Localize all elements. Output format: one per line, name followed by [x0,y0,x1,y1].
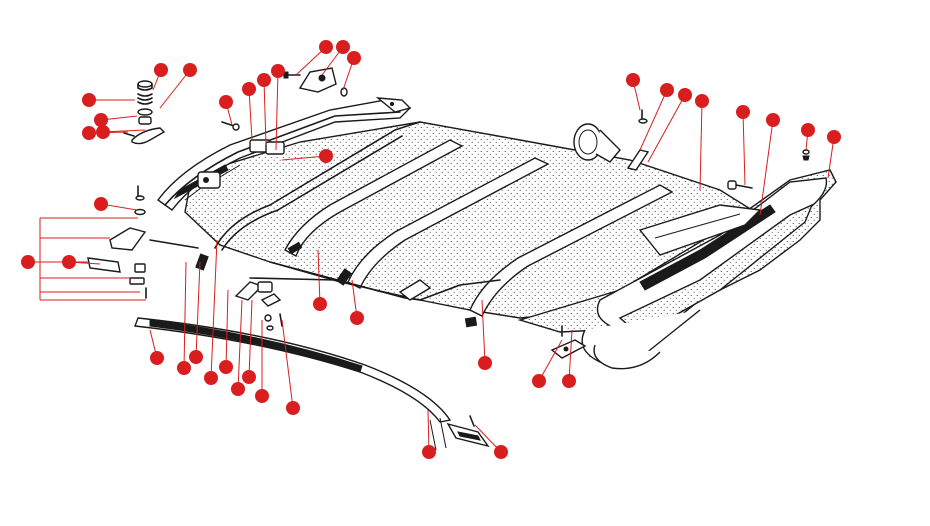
bow-3 [347,157,550,289]
callout-side-screw-washer[interactable] [94,197,108,211]
leader-bow-4 [481,299,486,364]
leader-center-screw [281,155,327,161]
leader-bow-2 [317,249,321,305]
hinge-assembly [298,67,348,97]
callout-rear-bracket-b[interactable] [562,374,576,388]
leader-rear-window [759,119,774,216]
callout-screw-washer-left[interactable] [219,95,233,109]
callout-hinge-screw[interactable] [319,40,333,54]
left-brackets [87,185,199,299]
leader-front-rail-bracket-c [275,70,279,151]
callout-hinge-washer[interactable] [347,51,361,65]
callout-tension-strap-b[interactable] [678,88,692,102]
leader-screw-stack-2 [159,69,191,109]
callout-bracket-group[interactable] [21,255,35,269]
leader-pivot-link [237,299,243,390]
callout-pivot-nut[interactable] [286,401,300,415]
rear-channel [446,415,490,448]
callout-pivot-link[interactable] [231,382,245,396]
callout-rear-window[interactable] [766,113,780,127]
leader-front-rail-bracket-b [263,79,267,146]
leader-rear-fabric-panel [699,100,703,191]
callout-pin[interactable] [82,126,96,140]
bow-4 [469,184,674,317]
rear-clip [727,149,810,190]
rear-strap [626,109,650,171]
callout-spring[interactable] [82,93,96,107]
side-weatherstrip [134,317,452,451]
side-rail-lines [269,261,501,301]
callout-rear-bolt[interactable] [736,105,750,119]
callout-rear-fabric-panel[interactable] [695,94,709,108]
callout-clip-a[interactable] [177,361,191,375]
callout-screw-stack-2[interactable] [183,63,197,77]
callout-bow-2[interactable] [313,297,327,311]
callout-rear-clip-screw[interactable] [801,123,815,137]
callout-center-screw[interactable] [319,149,333,163]
leader-pivot-plate [248,299,253,378]
leader-tension-strap-a [639,89,668,151]
callout-screw-stack-top[interactable] [154,63,168,77]
callout-bow-3[interactable] [350,311,364,325]
callout-bow-end-a[interactable] [204,371,218,385]
front-hardware-stack [123,80,166,145]
leader-tension-strap-b [647,94,686,163]
leader-rear-bracket-b [568,329,573,382]
callout-front-rail-bracket-a[interactable] [242,82,256,96]
callout-pivot-screw[interactable] [255,389,269,403]
rear-window [638,204,762,256]
rear-bracket [550,325,587,359]
leader-rear-bracket-a [538,339,563,382]
bow-1 [214,121,421,251]
fabric-roll [573,123,621,163]
callout-front-rail-bracket-b[interactable] [257,73,271,87]
callout-clip-b[interactable] [189,350,203,364]
callout-folded-top-rear[interactable] [827,130,841,144]
callout-weatherstrip[interactable] [150,351,164,365]
callout-tension-strap-a[interactable] [660,83,674,97]
callout-pivot-plate[interactable] [242,370,256,384]
leader-rear-bolt [742,111,746,186]
callout-bow-4[interactable] [478,356,492,370]
callout-washer-spring[interactable] [94,113,108,127]
callout-rear-channel-b[interactable] [494,445,508,459]
header-bracket [375,97,412,113]
loose-screws-front [221,71,301,131]
leader-bow-end-a [210,239,218,379]
pivot-hardware [234,277,336,331]
callout-hinge-plate[interactable] [336,40,350,54]
callout-side-strap[interactable] [62,255,76,269]
bow-2 [284,139,464,258]
callout-rear-bracket-a[interactable] [532,374,546,388]
leader-latch-hook [102,129,146,133]
leader-front-rail-bracket-a [248,88,253,141]
rear-folded-top [517,169,837,370]
callout-markers[interactable] [21,40,841,459]
callout-latch-hook[interactable] [96,125,110,139]
front-latch [197,139,285,189]
leader-pivot-nut [281,319,294,409]
callout-bow-end-b[interactable] [219,360,233,374]
callout-front-rail-bracket-c[interactable] [271,64,285,78]
leader-clip-a [183,261,187,369]
leader-clip-b [195,261,201,358]
leader-rear-channel-a [427,409,430,453]
leader-bow-end-b [225,289,229,368]
callout-rear-screw[interactable] [626,73,640,87]
callout-rear-channel-a[interactable] [422,445,436,459]
